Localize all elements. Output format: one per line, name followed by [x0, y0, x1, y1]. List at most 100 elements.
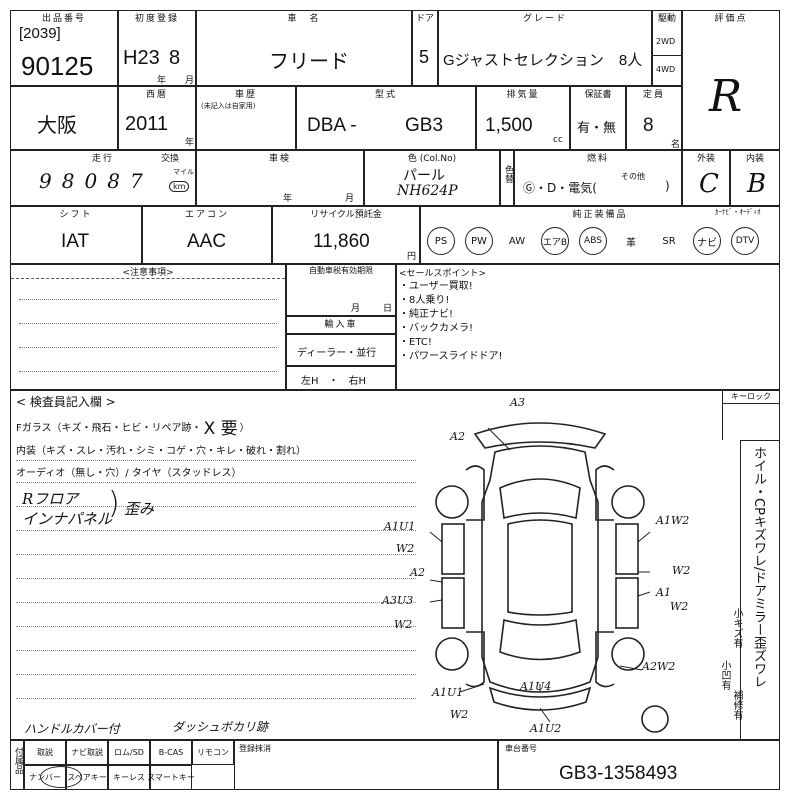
sales-point: ・バックカメラ!	[399, 323, 474, 334]
side-legend	[740, 440, 780, 740]
inspection-lines	[16, 460, 416, 720]
side-small-2: 小凹有	[719, 660, 730, 690]
mark-a1u2: A1U2	[529, 722, 561, 735]
handle-side: 左H ・ 右H	[301, 376, 367, 387]
first-reg-year-unit: 年	[157, 76, 167, 86]
mark-a1u4: A1U4	[519, 680, 551, 693]
left-rear-door-outline	[441, 577, 465, 629]
door-label: ドア	[413, 11, 437, 24]
mark-w2-right1: W2	[672, 564, 690, 577]
body-outline	[481, 445, 599, 693]
drive-2wd: 2WD	[656, 37, 676, 46]
sales-cell: <セールスポイント> ・ユーザー買取!・8人乗り!・純正ナビ!・バックカメラ!・…	[396, 264, 780, 390]
lot-sub: [2039]	[19, 25, 61, 42]
side-legend-text: ホイル・CPキズワレ/ドアミラー歪ズワレ	[751, 446, 766, 689]
registration-cell: 登録抹消	[234, 740, 498, 790]
chassis-label: 車台番号	[505, 744, 537, 753]
equipment-item: AW	[508, 235, 526, 247]
sales-point: ・8人乗り!	[399, 295, 450, 306]
capacity-value: 8	[643, 115, 654, 136]
shift-cell: シフト IAT	[10, 206, 142, 264]
front-left-fender	[465, 465, 485, 521]
keylock-label: キーロック	[731, 392, 771, 401]
sales-point: ・ユーザー買取!	[399, 281, 473, 292]
grade-value: Gジャストセレクション 8人	[443, 52, 643, 69]
mark-a1w2-right: A1W2	[655, 514, 689, 527]
type-label: 型式	[297, 87, 475, 100]
rear-right-fender	[595, 631, 615, 688]
fuel-other: その他	[621, 172, 645, 181]
first-reg-month: 8	[169, 47, 181, 69]
equipment-item: DTV	[731, 227, 759, 255]
eval-cell: 評価点 R	[682, 10, 780, 150]
fuel-close: )	[665, 179, 670, 193]
color-label: 色 (Col.No)	[365, 151, 499, 164]
right-front-door-outline	[615, 523, 639, 575]
mileage-cell: 走行 交換 9 8 0 8 7 マイル km	[10, 150, 196, 206]
mark-a1u1-bottom: A1U1	[431, 686, 463, 699]
inspection-title: < 検査員記入欄 >	[16, 395, 116, 409]
front-right-fender	[595, 465, 615, 521]
mileage-digits: 9 8 0 8 7	[39, 169, 143, 193]
mark-w2-left2: W2	[394, 618, 412, 631]
first-reg-era: H23	[123, 47, 160, 69]
grade-cell: グレード Gジャストセレクション 8人	[438, 10, 652, 86]
warranty-label: 保証書	[571, 87, 625, 100]
import-dealer: ディーラー・並行	[297, 348, 377, 359]
sales-label: <セールスポイント>	[399, 269, 487, 279]
handnote-brace: )	[108, 486, 120, 521]
rear-bumper-outline	[488, 686, 592, 711]
capacity-label: 定員	[627, 87, 681, 100]
fuel-cell: 燃料 Ⓖ・D・電気( その他 )	[514, 150, 682, 206]
windshield-outline	[499, 478, 581, 520]
handnote-panel: インナパネル	[22, 510, 113, 528]
handnote-floor: Rフロア	[22, 490, 79, 508]
mileage-digit: 9	[39, 169, 52, 193]
color-side-cell: 色替	[500, 150, 514, 206]
fglass-line: Fガラス（キズ・飛石・ヒビ・リペア跡・ X 要 ）	[16, 414, 250, 439]
audio-tire-line: オーディオ（無し・穴）/ タイヤ（スタッドレス）	[16, 468, 242, 479]
year-cell: 西暦 2011 年	[118, 86, 196, 150]
side-small-1: 小キズ有	[731, 608, 742, 648]
color-name: パール	[403, 168, 445, 184]
ac-label: エアコン	[143, 207, 271, 220]
warranty-cell: 保証書 有・無	[570, 86, 626, 150]
handnote-dash: ダッシュボカリ跡	[172, 720, 269, 734]
mark-a1u1-left: A1U1	[383, 520, 415, 533]
sales-list: ・ユーザー買取! ・8人乗り! ・純正ナビ! ・バックカメラ! ・ETC! ・パワースライ…	[399, 280, 503, 364]
first-reg-label: 初度登録	[119, 11, 195, 24]
carinfo-label: 車歴	[197, 87, 295, 100]
capacity-unit: 名	[671, 140, 681, 150]
sales-point: ・パワースライドドア!	[399, 351, 503, 362]
unit-mile: マイル	[173, 168, 194, 176]
mark-a2-left: A2	[409, 566, 425, 579]
sales-point: ・ETC!	[399, 337, 432, 348]
interior-cell: 内装 B	[730, 150, 780, 206]
tax-valid-month: 月	[351, 304, 361, 314]
mileage-digit: 8	[61, 169, 75, 193]
interior-label: 内装	[731, 151, 779, 164]
chassis-number: GB3-1358493	[559, 763, 678, 784]
eval-label: 評価点	[683, 11, 779, 24]
inspect-month: 月	[345, 194, 355, 204]
type-prefix: DBA -	[307, 115, 357, 136]
sales-point: ・純正ナビ!	[399, 309, 454, 320]
ac-cell: エアコン AAC	[142, 206, 272, 264]
year-unit: 年	[185, 138, 195, 148]
chassis-cell: 車台番号 GB3-1358493	[498, 740, 780, 790]
equipment-item: PS	[427, 227, 455, 255]
registration-label: 登録抹消	[239, 744, 271, 753]
tax-valid-day: 日	[383, 304, 393, 314]
area-value: 大阪	[37, 115, 77, 137]
tax-valid-label: 自動車税有効期限	[287, 265, 395, 276]
import-label-cell: 輸入車	[286, 316, 396, 334]
disp-cell: 排気量 1,500 cc	[476, 86, 570, 150]
fglass-close: ）	[239, 423, 250, 434]
recycle-cell: リサイクル預託金 11,860 円	[272, 206, 420, 264]
drive-cell: 駆動 2WD 4WD	[652, 10, 682, 86]
equipment-item: SR	[662, 235, 676, 247]
mark-a2-top: A2	[449, 430, 465, 443]
mileage-label: 走行	[11, 151, 195, 164]
